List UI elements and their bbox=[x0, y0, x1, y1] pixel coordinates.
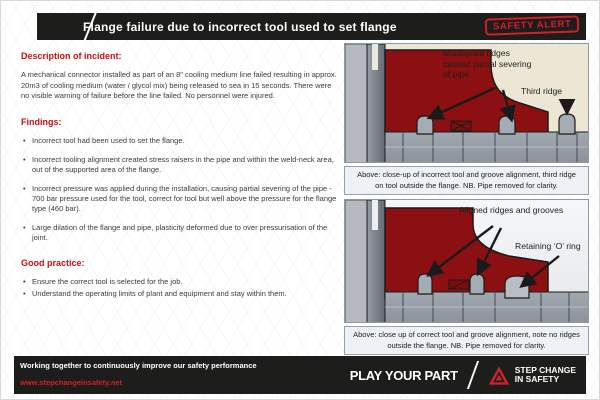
figure2-caption: Above: close up of correct tool and groo… bbox=[344, 326, 589, 355]
finding-item: Large dilation of the flange and pipe, p… bbox=[21, 223, 337, 243]
arrow-to-ridge-2 bbox=[499, 89, 516, 123]
figure-incorrect-tool: Misaligned ridges caused partial severin… bbox=[344, 43, 589, 163]
annotation-arrows bbox=[426, 86, 576, 123]
pipe-wall bbox=[345, 200, 368, 322]
third-ridge bbox=[558, 113, 576, 135]
annotation-arrows bbox=[426, 225, 560, 289]
annotation-aligned-ridges: Aligned ridges and grooves bbox=[459, 205, 564, 215]
severed-hatch bbox=[450, 120, 472, 132]
o-ring bbox=[504, 275, 530, 299]
logo-line-2: IN SAFETY bbox=[514, 374, 560, 384]
play-your-part-label: PLAY YOUR PART bbox=[349, 367, 458, 383]
band-seams bbox=[402, 292, 570, 322]
arrow-to-ridge-1 bbox=[426, 86, 496, 120]
good-practice-list: Ensure the correct tool is selected for … bbox=[21, 277, 337, 299]
figure-correct-tool: Aligned ridges and grooves Retaining ‘O’… bbox=[344, 199, 589, 323]
tool-highlight bbox=[372, 200, 378, 230]
findings-heading: Findings: bbox=[21, 116, 62, 127]
incorrect-tool-drawing bbox=[345, 44, 588, 162]
annotation-misaligned-ridges: Misaligned ridges caused partial severin… bbox=[443, 48, 532, 80]
good-practice-item: Understand the operating limits of plant… bbox=[21, 289, 337, 299]
header-bar: Flange failure due to incorrect tool use… bbox=[37, 13, 586, 40]
footer-website-link[interactable]: www.stepchangeinsafety.net bbox=[20, 377, 123, 387]
finding-item: Incorrect tool had been used to set the … bbox=[21, 136, 337, 146]
figure1-caption: Above: close-up of incorrect tool and gr… bbox=[344, 166, 589, 195]
page-title: Flange failure due to incorrect tool use… bbox=[83, 19, 397, 34]
findings-list: Incorrect tool had been used to set the … bbox=[21, 136, 337, 244]
annotation-third-ridge: Third ridge bbox=[521, 86, 563, 96]
correct-tool-drawing bbox=[345, 200, 588, 322]
good-practice-item: Ensure the correct tool is selected for … bbox=[21, 277, 337, 287]
footer-right: PLAY YOUR PART STEP CHANGE IN SAFETY bbox=[350, 361, 586, 389]
band-seams bbox=[402, 132, 578, 162]
footer-slogan: Working together to continuously improve… bbox=[20, 360, 257, 370]
pipe-wall bbox=[345, 44, 368, 162]
figures-column: Misaligned ridges caused partial severin… bbox=[344, 43, 589, 359]
description-heading: Description of incident: bbox=[21, 51, 122, 61]
seal-hatch bbox=[448, 279, 470, 290]
step-change-logo: STEP CHANGE IN SAFETY bbox=[488, 365, 576, 386]
misaligned-ridge-1 bbox=[416, 115, 434, 135]
step-change-triangle-icon bbox=[488, 365, 509, 385]
good-practice-heading: Good practice: bbox=[21, 257, 85, 268]
description-body: A mechanical connector installed as part… bbox=[21, 70, 337, 100]
logo-line-1: STEP CHANGE bbox=[514, 364, 576, 375]
aligned-ridge-2 bbox=[469, 273, 485, 295]
annotation-o-ring: Retaining ‘O’ ring bbox=[515, 241, 581, 251]
incident-text-column: Description of incident: A mechanical co… bbox=[21, 51, 337, 313]
arrow-to-aligned-ridge-1 bbox=[426, 225, 494, 277]
arrow-to-o-ring bbox=[519, 255, 560, 289]
aligned-ridge-1 bbox=[417, 273, 433, 295]
footer-slash-decoration bbox=[466, 361, 479, 389]
tool-highlight bbox=[372, 44, 378, 70]
footer-left: Working together to continuously improve… bbox=[14, 361, 350, 390]
misaligned-ridge-2 bbox=[498, 115, 516, 135]
footer-bar: Working together to continuously improve… bbox=[14, 356, 586, 394]
tool-ridges bbox=[417, 273, 485, 295]
safety-alert-badge: SAFETY ALERT bbox=[484, 15, 580, 36]
finding-item: Incorrect pressure was applied during th… bbox=[21, 184, 337, 214]
finding-item: Incorrect tooling alignment created stre… bbox=[21, 155, 337, 175]
arrow-to-aligned-ridge-2 bbox=[476, 227, 503, 277]
step-change-logo-text: STEP CHANGE IN SAFETY bbox=[514, 364, 576, 385]
